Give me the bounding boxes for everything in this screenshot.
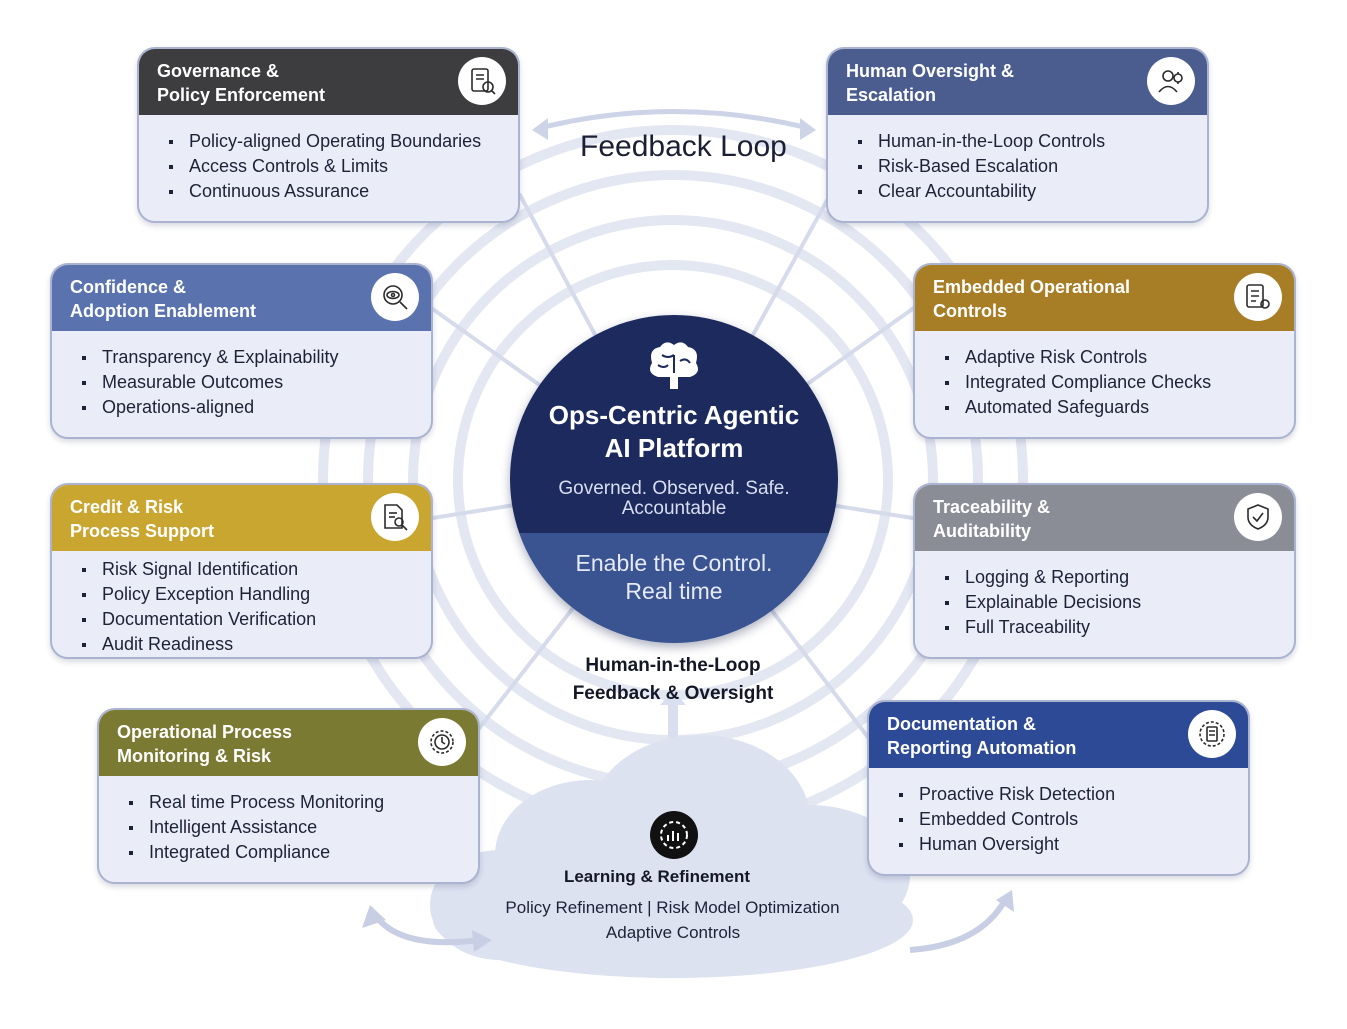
list-item: Full Traceability	[943, 615, 1284, 640]
card-title-line1: Confidence &	[70, 277, 187, 297]
center-tagline-line1: Enable the Control.	[575, 550, 773, 576]
list-item: Logging & Reporting	[943, 565, 1284, 590]
list-item: Proactive Risk Detection	[897, 782, 1238, 807]
list-item: Continuous Assurance	[167, 179, 508, 204]
card-title-line1: Operational Process	[117, 722, 293, 742]
list-item: Adaptive Risk Controls	[943, 345, 1284, 370]
list-item: Risk-Based Escalation	[856, 154, 1197, 179]
checklist-gear-icon	[1234, 273, 1282, 321]
center-title: Ops-Centric Agentic AI Platform	[510, 399, 838, 465]
list-item: Risk Signal Identification	[80, 557, 421, 582]
hitl-line2: Feedback & Oversight	[572, 683, 774, 704]
feedback-loop-label: Feedback Loop	[580, 130, 787, 163]
card-title-line1: Embedded Operational	[933, 277, 1131, 297]
list-item: Policy-aligned Operating Boundaries	[167, 129, 508, 154]
card-title-line2: Process Support	[70, 521, 215, 541]
embedded-controls-card: Embedded Operational Controls Adaptive R…	[913, 263, 1296, 439]
list-item: Integrated Compliance Checks	[943, 370, 1284, 395]
card-header: Human Oversight & Escalation	[828, 49, 1207, 115]
traceability-card: Traceability & Auditability Logging & Re…	[913, 483, 1296, 659]
person-gear-icon	[1147, 57, 1195, 105]
list-item: Transparency & Explainability	[80, 345, 421, 370]
audit-shield-icon	[1234, 493, 1282, 541]
list-item: Clear Accountability	[856, 179, 1197, 204]
list-item: Human Oversight	[897, 832, 1238, 857]
eye-magnifier-icon	[371, 273, 419, 321]
card-title-line1: Documentation &	[887, 714, 1037, 734]
brain-icon	[650, 342, 698, 389]
gear-clock-icon	[418, 718, 466, 766]
center-title-line1: Ops-Centric Agentic	[548, 400, 800, 430]
list-item: Operations-aligned	[80, 395, 421, 420]
card-title-line2: Reporting Automation	[887, 738, 1077, 758]
learning-title: Learning & Refinement	[563, 867, 751, 886]
policy-document-icon	[458, 57, 506, 105]
card-header: Traceability & Auditability	[915, 485, 1294, 551]
operational-monitoring-card: Operational Process Monitoring & Risk Re…	[97, 708, 480, 884]
list-item: Embedded Controls	[897, 807, 1238, 832]
list-item: Explainable Decisions	[943, 590, 1284, 615]
list-item: Access Controls & Limits	[167, 154, 508, 179]
hitl-label: Human-in-the-Loop Feedback & Oversight	[540, 652, 806, 708]
learning-line2: Adaptive Controls	[605, 923, 741, 942]
list-item: Measurable Outcomes	[80, 370, 421, 395]
card-header: Embedded Operational Controls	[915, 265, 1294, 331]
center-bottom-section	[510, 533, 838, 643]
center-subtitle-line2: Accountable	[621, 498, 727, 519]
center-tagline-line2: Real time	[625, 578, 723, 604]
card-title-line2: Monitoring & Risk	[117, 746, 271, 766]
card-title-line1: Governance &	[157, 61, 280, 81]
card-header: Confidence & Adoption Enablement	[52, 265, 431, 331]
card-title-line2: Auditability	[933, 521, 1031, 541]
list-item: Intelligent Assistance	[127, 815, 468, 840]
card-title-line1: Credit & Risk	[70, 497, 184, 517]
learning-line1: Policy Refinement | Risk Model Optimizat…	[505, 898, 840, 917]
document-search-icon	[371, 493, 419, 541]
hitl-line1: Human-in-the-Loop	[585, 655, 761, 676]
list-item: Real time Process Monitoring	[127, 790, 468, 815]
card-title-line1: Human Oversight &	[846, 61, 1015, 81]
center-subtitle: Governed. Observed. Safe. Accountable	[510, 479, 838, 519]
list-item: Audit Readiness	[80, 632, 421, 657]
list-item: Policy Exception Handling	[80, 582, 421, 607]
card-title-line2: Adoption Enablement	[70, 301, 256, 321]
analytics-gear-icon	[650, 811, 698, 859]
card-header: Credit & Risk Process Support	[52, 485, 431, 551]
card-header: Governance & Policy Enforcement	[139, 49, 518, 115]
card-header: Operational Process Monitoring & Risk	[99, 710, 478, 776]
card-title-line2: Controls	[933, 301, 1007, 321]
card-header: Documentation & Reporting Automation	[869, 702, 1248, 768]
gear-document-icon	[1188, 710, 1236, 758]
documentation-automation-card: Documentation & Reporting Automation Pro…	[867, 700, 1250, 876]
governance-card: Governance & Policy Enforcement Policy-a…	[137, 47, 520, 223]
center-subtitle-line1: Governed. Observed. Safe.	[558, 478, 790, 499]
confidence-card: Confidence & Adoption Enablement Transpa…	[50, 263, 433, 439]
center-title-line2: AI Platform	[604, 433, 744, 463]
center-tagline: Enable the Control. Real time	[510, 549, 838, 605]
list-item: Human-in-the-Loop Controls	[856, 129, 1197, 154]
card-title-line2: Policy Enforcement	[157, 85, 326, 105]
credit-risk-card: Credit & Risk Process Support Risk Signa…	[50, 483, 433, 659]
list-item: Documentation Verification	[80, 607, 421, 632]
list-item: Integrated Compliance	[127, 840, 468, 865]
human-oversight-card: Human Oversight & Escalation Human-in-th…	[826, 47, 1209, 223]
card-title-line1: Traceability &	[933, 497, 1051, 517]
list-item: Automated Safeguards	[943, 395, 1284, 420]
platform-center-circle: Ops-Centric Agentic AI Platform Governed…	[510, 315, 838, 643]
card-title-line2: Escalation	[846, 85, 937, 105]
